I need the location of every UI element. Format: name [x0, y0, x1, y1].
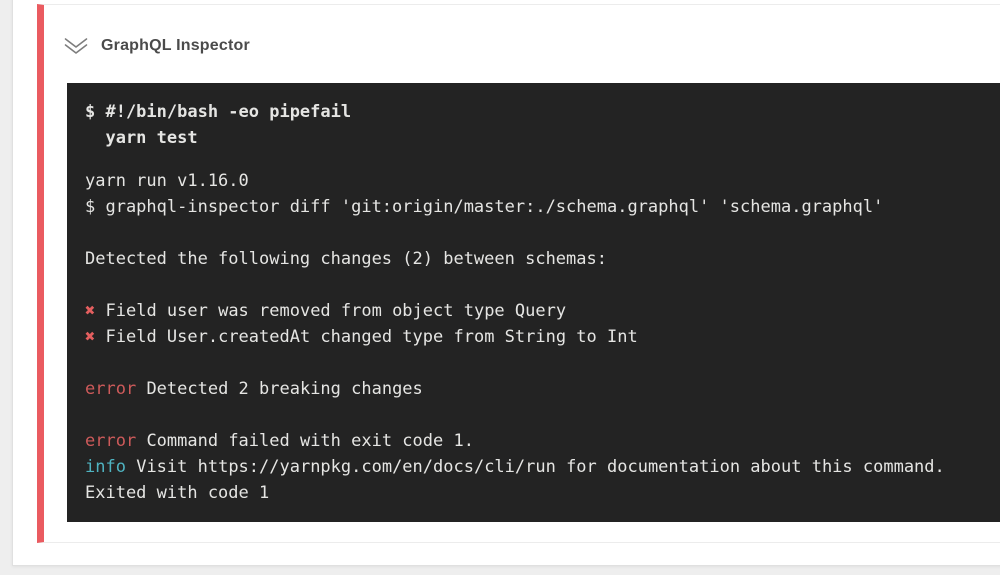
terminal-line — [85, 350, 1000, 376]
terminal-line: yarn test — [85, 128, 198, 148]
error-tag: error — [85, 379, 137, 399]
terminal-line — [85, 272, 1000, 298]
terminal-line: Detected the following changes (2) betwe… — [85, 249, 607, 269]
breaking-change-x-icon: ✖ — [85, 327, 96, 347]
build-step-card: GraphQL Inspector $ #!/bin/bash -eo pipe… — [12, 0, 1000, 566]
failed-step-section: GraphQL Inspector $ #!/bin/bash -eo pipe… — [37, 4, 1000, 543]
terminal-lines: $ #!/bin/bash -eo pipefail yarn test yarn… — [85, 99, 1000, 506]
terminal-line: ✖ Field user was removed from object typ… — [85, 301, 567, 321]
terminal-line: info Visit https://yarnpkg.com/en/docs/c… — [85, 457, 945, 477]
terminal-line: error Command failed with exit code 1. — [85, 431, 474, 451]
terminal-line: $ #!/bin/bash -eo pipefail — [85, 102, 352, 122]
terminal-output[interactable]: $ #!/bin/bash -eo pipefail yarn test yarn… — [67, 83, 1000, 522]
terminal-line: yarn run v1.16.0 — [85, 171, 249, 191]
breaking-change-x-icon: ✖ — [85, 301, 96, 321]
terminal-line: $ graphql-inspector diff 'git:origin/mas… — [85, 197, 884, 217]
terminal-line — [85, 402, 1000, 428]
terminal-line — [85, 220, 1000, 246]
terminal-line: Exited with code 1 — [85, 483, 270, 503]
terminal-gap — [85, 151, 1000, 168]
chevron-double-down-icon[interactable] — [62, 35, 90, 57]
terminal-line: ✖ Field User.createdAt changed type from… — [85, 327, 638, 347]
step-title: GraphQL Inspector — [101, 37, 250, 54]
info-tag: info — [85, 457, 126, 477]
terminal-line: error Detected 2 breaking changes — [85, 379, 423, 399]
step-header[interactable]: GraphQL Inspector — [44, 5, 1000, 83]
error-tag: error — [85, 431, 137, 451]
